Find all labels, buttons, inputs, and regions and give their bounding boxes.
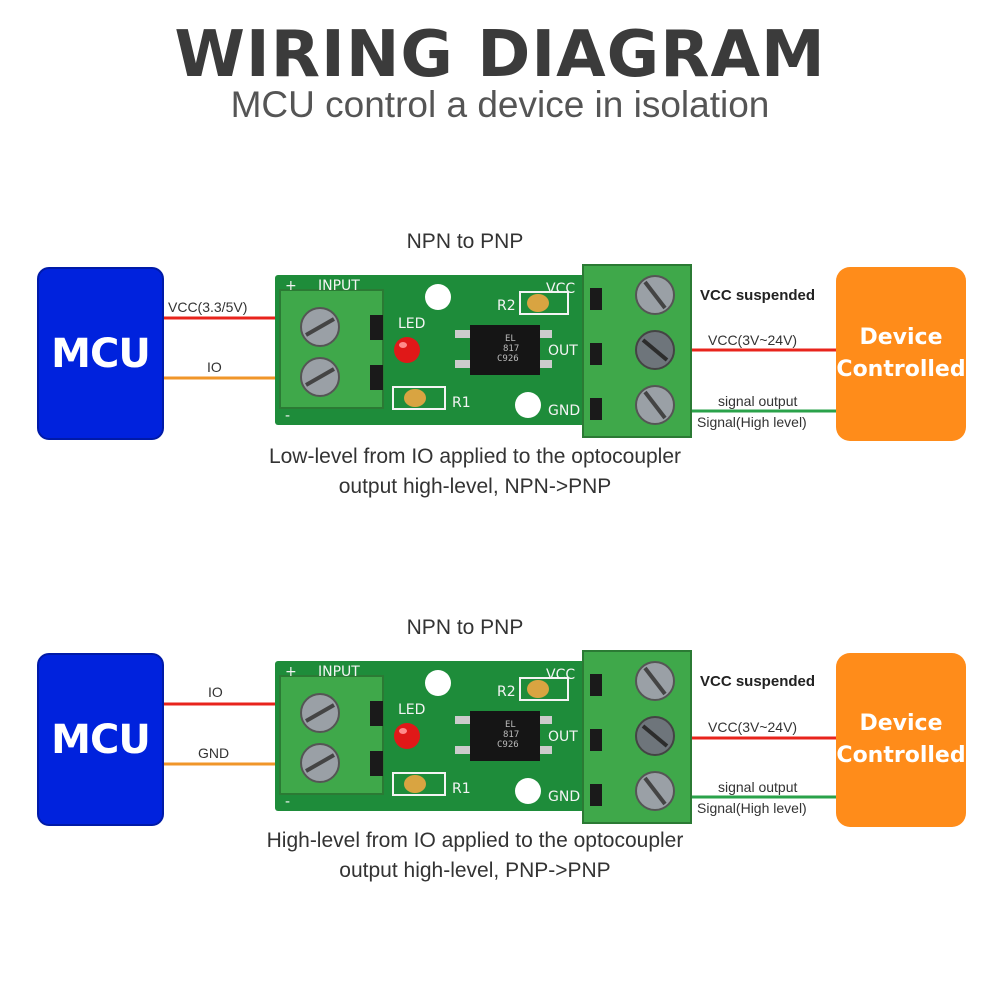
- chip-mark: 817: [503, 730, 519, 740]
- caption-line-1: Low-level from IO applied to the optocou…: [268, 445, 682, 468]
- vcc-range-label: VCC(3V~24V): [708, 332, 798, 348]
- signal-output-label: signal output: [718, 779, 798, 795]
- mount-hole: [515, 778, 541, 804]
- vcc-range-label: VCC(3V~24V): [708, 719, 798, 735]
- optocoupler-board: + - INPUT LED R1 R2 VCC OUT GND EL 817 C…: [275, 650, 692, 824]
- pcb-r1: R1: [452, 781, 471, 797]
- mcu-box: MCU: [37, 653, 164, 826]
- wiring-section-2: NPN to PNP: [0, 616, 1000, 916]
- pcb-led: LED: [398, 316, 425, 332]
- wire-label-top: VCC(3.3/5V): [168, 299, 248, 315]
- vcc-suspended-label: VCC suspended: [700, 287, 816, 304]
- pcb-plus: +: [285, 278, 297, 294]
- section-heading: NPN to PNP: [406, 616, 524, 639]
- pcb-vcc: VCC: [546, 281, 575, 297]
- caption-line-2: output high-level, PNP->PNP: [339, 859, 611, 882]
- device-box: Device Controlled: [836, 653, 966, 827]
- chip-mark: C926: [497, 354, 519, 364]
- device-label-1: Device: [859, 711, 943, 736]
- resistor-r2: [527, 680, 549, 698]
- pcb-gnd: GND: [548, 789, 580, 805]
- section-heading: NPN to PNP: [406, 230, 524, 253]
- resistor-r2: [527, 294, 549, 312]
- mount-hole: [425, 284, 451, 310]
- mount-hole: [425, 670, 451, 696]
- optocoupler-board: + - INPUT LED R1 R2 VCC OUT GND EL 817 C…: [275, 264, 692, 438]
- signal-level-label: Signal(High level): [697, 414, 807, 430]
- wires: + - INPUT LED R1 R2 VCC OUT GND EL 817 C…: [164, 264, 836, 438]
- pcb-plus: +: [285, 664, 297, 680]
- device-label-1: Device: [859, 325, 943, 350]
- caption-line-1: High-level from IO applied to the optoco…: [266, 829, 684, 852]
- signal-level-label: Signal(High level): [697, 800, 807, 816]
- chip-mark: EL: [505, 334, 516, 344]
- optocoupler-chip: [470, 325, 540, 375]
- wire-label-top: IO: [208, 684, 223, 700]
- pcb-vcc: VCC: [546, 667, 575, 683]
- vcc-suspended-label: VCC suspended: [700, 673, 816, 690]
- mount-hole: [515, 392, 541, 418]
- caption-line-2: output high-level, NPN->PNP: [338, 475, 612, 498]
- mcu-label: MCU: [51, 330, 151, 377]
- wire-label-bottom: GND: [198, 745, 230, 761]
- pcb-r1: R1: [452, 395, 471, 411]
- diagram-title: WIRING DIAGRAM: [174, 18, 826, 92]
- wire-label-bottom: IO: [207, 359, 222, 375]
- wires: + - INPUT LED R1 R2 VCC OUT GND EL 817 C…: [164, 650, 836, 824]
- pcb-r2: R2: [497, 298, 516, 314]
- optocoupler-chip: [470, 711, 540, 761]
- wiring-section-1: NPN to PNP: [0, 230, 1000, 530]
- mcu-label: MCU: [51, 716, 151, 763]
- pcb-input: INPUT: [318, 664, 360, 680]
- chip-mark: 817: [503, 344, 519, 354]
- pcb-r2: R2: [497, 684, 516, 700]
- pcb-minus: -: [285, 794, 290, 810]
- pcb-led: LED: [398, 702, 425, 718]
- pcb-out: OUT: [548, 343, 578, 359]
- device-label-2: Controlled: [836, 357, 966, 382]
- diagram-subtitle: MCU control a device in isolation: [230, 84, 770, 125]
- led-red: [394, 723, 420, 749]
- mcu-box: MCU: [37, 267, 164, 440]
- signal-output-label: signal output: [718, 393, 798, 409]
- caption: High-level from IO applied to the optoco…: [200, 826, 750, 886]
- resistor-r1: [404, 389, 426, 407]
- chip-mark: EL: [505, 720, 516, 730]
- chip-mark: C926: [497, 740, 519, 750]
- pcb-gnd: GND: [548, 403, 580, 419]
- device-box: Device Controlled: [836, 267, 966, 441]
- resistor-r1: [404, 775, 426, 793]
- led-red: [394, 337, 420, 363]
- caption: Low-level from IO applied to the optocou…: [200, 442, 750, 502]
- device-label-2: Controlled: [836, 743, 966, 768]
- pcb-out: OUT: [548, 729, 578, 745]
- pcb-minus: -: [285, 408, 290, 424]
- pcb-input: INPUT: [318, 278, 360, 294]
